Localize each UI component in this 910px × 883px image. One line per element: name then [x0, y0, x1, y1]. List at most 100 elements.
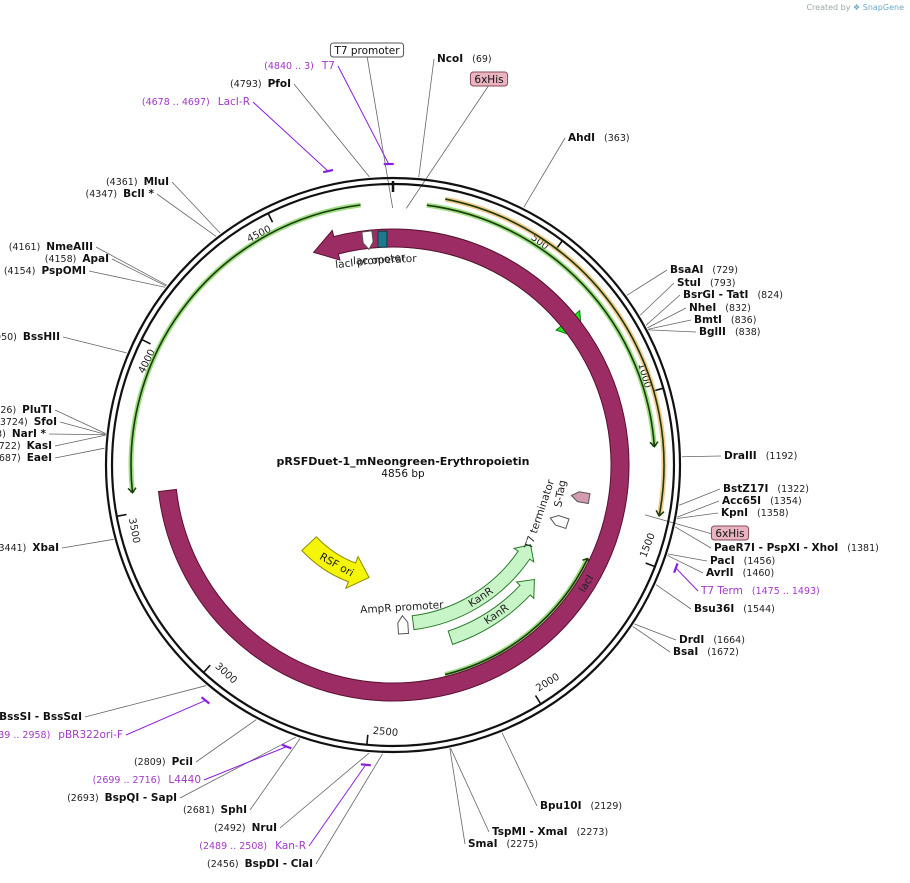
backbone-ring: [104, 176, 682, 754]
boxed-label-text: 6xHis: [474, 74, 503, 86]
site-position: (3950): [0, 332, 17, 343]
site-position: (3722): [0, 441, 21, 452]
site-position: (1672): [707, 647, 739, 658]
tick-mark: [645, 562, 656, 568]
site-position: (3441): [0, 543, 26, 554]
tick-label: 2500: [372, 726, 398, 739]
primer-range: (4678 .. 4697): [142, 97, 210, 108]
leader-line: [61, 538, 114, 549]
site-position: (832): [725, 303, 751, 314]
site-name: PaeR7I - PspXI - XhoI: [714, 542, 838, 554]
leader-line: [249, 738, 301, 811]
site-name: BglII: [699, 326, 726, 338]
site-name: KasI: [27, 440, 52, 452]
leader-line: [84, 685, 207, 718]
site-position: (729): [712, 265, 738, 276]
site-name: BssSI - BssSαI: [0, 711, 82, 723]
leader-line: [634, 623, 677, 641]
leader-line: [62, 336, 127, 354]
site-name: StuI: [677, 277, 701, 289]
site-position: (1456): [744, 556, 776, 567]
small-feature-label: AmpR promoter: [360, 599, 445, 616]
tick-mark: [267, 212, 274, 223]
leader-line: [681, 455, 722, 458]
site-labels: NcoI(69)AhdI(363)BsaAI(729)StuI(793)BsrG…: [0, 42, 879, 870]
primer-leader: [252, 101, 329, 172]
boxed-label-text: T7 promoter: [333, 45, 400, 57]
primer-name: LacI-R: [218, 96, 250, 108]
site-position: (1381): [847, 543, 879, 554]
leader-line: [647, 307, 687, 329]
leader-line: [501, 732, 538, 807]
site-position: (4347): [86, 189, 118, 200]
primer-range: (2939 .. 2958): [0, 730, 50, 741]
site-position: (838): [735, 327, 761, 338]
site-position: (2492): [214, 823, 246, 834]
site-position: (4361): [106, 177, 138, 188]
site-position: (2693): [67, 793, 99, 804]
site-name: AhdI: [568, 132, 595, 144]
small-feature-arrow: [361, 230, 374, 251]
small-feature-arrow: [397, 614, 410, 635]
leader-line: [449, 748, 466, 845]
site-position: (2273): [577, 827, 609, 838]
site-name: BsrGI - TatI: [683, 289, 748, 301]
boxed-leader: [405, 84, 490, 209]
tick-mark: [534, 695, 542, 705]
site-position: (1322): [777, 484, 809, 495]
leader-line: [675, 526, 712, 549]
orf-arrowhead: [649, 441, 659, 448]
site-position: (793): [710, 278, 736, 289]
plasmid-name: pRSFDuet-1_mNeongreen-Erythropoietin: [276, 455, 529, 468]
leader-line: [315, 753, 383, 865]
lac-operator-box: [377, 230, 388, 248]
site-name: NmeAIII: [46, 241, 93, 253]
site-position: (1544): [743, 604, 775, 615]
leader-line: [667, 553, 708, 562]
leader-line: [523, 137, 566, 208]
primer-range: (1475 .. 1493): [752, 586, 820, 597]
feature-arrow-laci: [157, 228, 630, 702]
site-position: (1192): [766, 451, 798, 462]
leader-line: [54, 447, 105, 459]
leader-line: [679, 488, 721, 506]
leader-line: [279, 752, 370, 829]
site-position: (4793): [230, 79, 262, 90]
site-name: BssHII: [23, 331, 60, 343]
tick-label: 2000: [534, 672, 561, 695]
primer-range: (2489 .. 2508): [199, 841, 267, 852]
boxed-label-box: [329, 42, 405, 58]
site-name: Acc65I: [722, 495, 761, 507]
site-position: (3724): [0, 417, 28, 428]
leader-line: [648, 329, 697, 333]
site-name: EaeI: [27, 452, 52, 464]
tick-mark: [116, 513, 127, 518]
leader-line: [645, 294, 681, 326]
site-name: PciI: [172, 756, 193, 768]
site-position: (4154): [4, 266, 36, 277]
orf-arc: [130, 204, 361, 493]
credit-prefix: Created by: [806, 3, 851, 12]
primer-leader: [125, 699, 206, 736]
leader-line: [639, 282, 675, 316]
boxed-label-box: [469, 71, 509, 87]
primer-name: L4440: [168, 774, 201, 786]
backbone-outer-circle: [104, 176, 682, 754]
orf-arc: [426, 204, 656, 447]
site-name: NarI *: [12, 428, 47, 440]
orf-arrowhead: [655, 510, 665, 518]
leader-line: [59, 421, 106, 435]
leader-line: [418, 58, 435, 178]
small-feature-label: T7 terminator: [522, 478, 557, 552]
site-position: (2809): [134, 757, 166, 768]
orf-arcs: [127, 196, 667, 678]
leader-line: [48, 433, 106, 436]
site-name: PfoI: [268, 78, 291, 90]
site-name: BmtI: [694, 314, 722, 326]
leader-line: [195, 719, 257, 763]
site-name: BspDI - ClaI: [245, 858, 313, 870]
small-feature-arrow: [549, 514, 570, 530]
site-position: (3726): [0, 405, 16, 416]
site-name: BstZ17I: [723, 483, 768, 495]
snapgene-logo-icon: ❖: [853, 3, 861, 12]
